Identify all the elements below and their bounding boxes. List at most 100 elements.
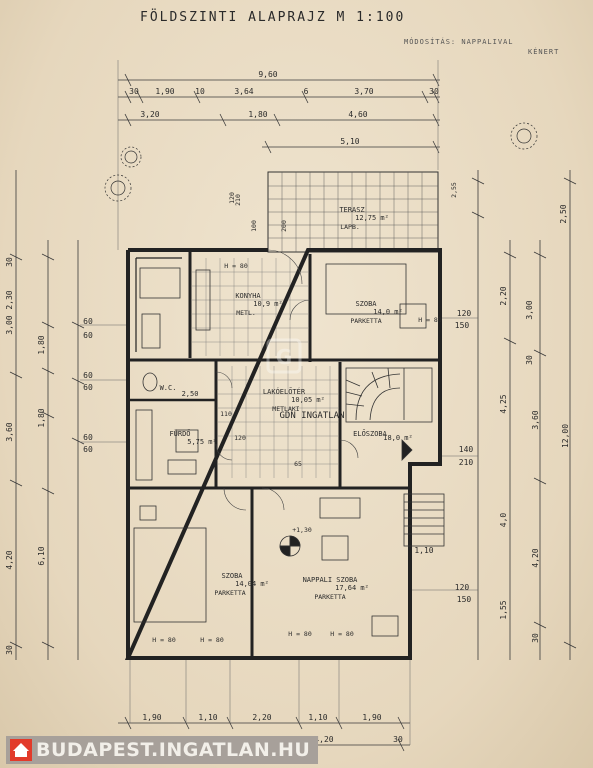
room-area-3: 2,50 — [182, 390, 199, 398]
misc-label-4: H = 80 — [224, 262, 248, 270]
misc-label-0: H = 80 — [152, 636, 176, 644]
svg-text:G: G — [276, 345, 292, 369]
dim-right-12: 120 — [457, 309, 472, 318]
misc-label-9: 200 — [280, 220, 288, 232]
room-name-2: SZOBA — [355, 300, 377, 308]
room-name-5: FÜRDŐ — [169, 429, 190, 438]
dim-bottom-6: 30 — [393, 735, 403, 744]
dim-right-11: 1,10 — [414, 546, 433, 555]
room-area-1: 10,9 m² — [253, 300, 283, 308]
dim-right-1: 2,20 — [499, 286, 508, 305]
dim-left-12: 60 — [83, 383, 93, 392]
room-name-7: SZOBA — [221, 572, 243, 580]
dim-bottom-0: 1,90 — [142, 713, 161, 722]
brand-text: BUDAPEST.INGATLAN.HU — [36, 739, 311, 761]
dim-left-6: 6,10 — [37, 546, 46, 565]
room-area-7: 14,04 m² — [235, 580, 269, 588]
dim-top-5: 6 — [304, 87, 309, 96]
misc-label-2: H = 80 — [288, 630, 312, 638]
dim-left-8: 30 — [5, 645, 14, 655]
room-floor-7: PARKETTA — [214, 589, 245, 597]
dim-left-9: 60 — [83, 317, 93, 326]
center-watermark-logo: G — [266, 338, 302, 374]
tree-icon-1 — [120, 146, 142, 168]
room-floor-1: METL. — [236, 309, 256, 317]
dim-top-11: 5,10 — [340, 137, 359, 146]
dim-right-6: 12,00 — [561, 424, 570, 448]
dim-left-2: 3,00 — [5, 315, 14, 334]
dim-left-3: 1,80 — [37, 335, 46, 354]
dim-right-0: 2,50 — [559, 204, 568, 223]
room-area-0: 12,75 m² — [355, 214, 389, 222]
misc-label-11: 120 — [234, 434, 246, 442]
hall-tiles — [218, 366, 338, 478]
dim-ticks-right — [471, 177, 577, 649]
misc-label-6: +1,30 — [292, 526, 312, 534]
house-logo-icon — [10, 739, 32, 761]
misc-label-7: 120 — [228, 192, 236, 204]
brand-watermark: BUDAPEST.INGATLAN.HU — [6, 736, 319, 764]
dim-bottom-1: 1,10 — [198, 713, 217, 722]
room-floor-8: PARKETTA — [314, 593, 345, 601]
dim-right-5: 4,25 — [499, 394, 508, 413]
tree-icon-2 — [104, 174, 132, 202]
dim-left-5: 3,60 — [5, 422, 14, 441]
dim-right-14: 140 — [459, 445, 474, 454]
room-area-4: 10,05 m² — [291, 396, 325, 404]
dim-right-3: 30 — [525, 355, 534, 365]
door-swings — [215, 249, 359, 511]
modification-note-line2: KÉNERT — [528, 48, 560, 56]
dim-bottom-2: 2,20 — [252, 713, 271, 722]
dim-bottom-4: 1,90 — [362, 713, 381, 722]
dim-right-10: 30 — [531, 633, 540, 643]
center-watermark-text: GDN INGATLAN — [279, 411, 344, 421]
dim-ticks-left — [9, 253, 85, 649]
room-name-1: KONYHA — [235, 292, 261, 300]
dim-top-4: 3,64 — [234, 87, 253, 96]
dim-top-7: 30 — [429, 87, 439, 96]
misc-label-1: H = 80 — [200, 636, 224, 644]
misc-label-3: H = 80 — [330, 630, 354, 638]
dim-bottom-5: 4,20 — [314, 735, 333, 744]
dim-top-2: 1,90 — [155, 87, 174, 96]
misc-label-8: 100 — [250, 220, 258, 232]
dim-left-4: 1,80 — [37, 408, 46, 427]
drawing-title: FÖLDSZINTI ALAPRAJZ M 1:100 — [140, 10, 406, 25]
dim-right-8: 4,20 — [531, 548, 540, 567]
dim-ticks-top — [124, 73, 440, 154]
room-name-8: NAPPALI SZOBA — [303, 576, 359, 584]
room-name-6: ELŐSZOBA — [353, 429, 388, 438]
modification-note: MÓDOSÍTÁS: NAPPALIVAL — [404, 38, 514, 46]
dim-right-2: 3,00 — [525, 300, 534, 319]
dim-right-13: 150 — [455, 321, 470, 330]
dim-left-11: 60 — [83, 371, 93, 380]
dim-top-3: 10 — [195, 87, 205, 96]
misc-label-12: 110 — [220, 410, 232, 418]
dim-top-8: 3,20 — [140, 110, 159, 119]
dim-left-1: 2,30 — [5, 290, 14, 309]
dim-right-9: 1,55 — [499, 600, 508, 619]
fixtures — [133, 263, 427, 637]
room-name-0: TERASZ — [339, 206, 364, 214]
dim-left-14: 60 — [83, 445, 93, 454]
room-area-2: 14,0 m² — [373, 308, 403, 316]
walls — [124, 248, 442, 660]
dim-right-4: 3,60 — [531, 410, 540, 429]
dim-right-16: 120 — [455, 583, 470, 592]
dim-right-17: 150 — [457, 595, 472, 604]
dim-bottom-3: 1,10 — [308, 713, 327, 722]
dim-left-7: 4,20 — [5, 550, 14, 569]
dim-top-6: 3,70 — [354, 87, 373, 96]
room-area-6: 18,0 m² — [383, 434, 413, 442]
room-name-4: LAKÓELŐTÉR — [263, 387, 306, 396]
room-name-3: W.C. — [160, 384, 177, 392]
dim-left-13: 60 — [83, 433, 93, 442]
tree-symbols — [104, 122, 538, 202]
staircase — [345, 367, 445, 547]
dim-left-10: 60 — [83, 331, 93, 340]
misc-label-14: 2,55 — [450, 182, 458, 198]
misc-label-13: 65 — [294, 460, 302, 468]
tree-icon-3 — [510, 122, 538, 150]
room-area-5: 5,75 m² — [187, 438, 217, 446]
